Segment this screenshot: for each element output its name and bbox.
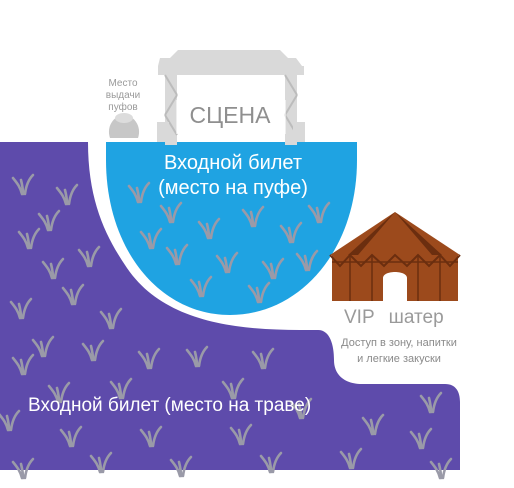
stage-label: СЦЕНА: [189, 102, 271, 128]
grass-tuft-icon: [61, 283, 85, 306]
stage-icon[interactable]: [157, 50, 305, 145]
grass-tuft-icon: [307, 201, 331, 224]
grass-tuft-icon: [429, 457, 453, 480]
grass-tuft-icon: [251, 347, 275, 370]
grass-tuft-icon: [279, 221, 303, 244]
pouf-zone[interactable]: [106, 142, 357, 315]
grass-tuft-icon: [139, 425, 163, 448]
grass-tuft-icon: [47, 381, 71, 404]
grass-tuft-icon: [261, 257, 285, 280]
grass-icons: [0, 173, 453, 480]
pouf-pickup-line-2: выдачи: [105, 90, 141, 101]
grass-tuft-icon: [185, 345, 209, 368]
grass-tuft-icon: [259, 451, 283, 474]
pouf-pickup-line-1: Место: [108, 78, 138, 89]
grass-tuft-icon: [247, 281, 271, 304]
grass-tuft-icon: [37, 209, 61, 232]
grass-tuft-icon: [11, 457, 35, 480]
pouf-pickup-line-3: пуфов: [108, 102, 138, 113]
grass-tuft-icon: [165, 243, 189, 266]
grass-tuft-icon: [99, 307, 123, 330]
grass-tuft-icon: [0, 409, 21, 432]
pouf-zone-label-line-2: (место на пуфе): [158, 177, 308, 199]
vip-tent-icon[interactable]: [329, 212, 461, 301]
grass-tuft-icon: [11, 353, 35, 376]
grass-tuft-icon: [339, 447, 363, 470]
grass-tuft-icon: [9, 297, 33, 320]
pouf-pickup-label: Место выдачи пуфов: [98, 78, 148, 114]
grass-tuft-icon: [169, 455, 193, 478]
grass-tuft-icon: [77, 245, 101, 268]
vip-tent-title: VIP шатер: [330, 306, 470, 330]
grass-tuft-icon: [295, 249, 319, 272]
grass-tuft-icon: [409, 427, 433, 450]
grass-zone-label: Входной билет (место на траве): [28, 395, 312, 416]
grass-tuft-icon: [419, 391, 443, 414]
grass-tuft-icon: [59, 425, 83, 448]
grass-tuft-icon: [109, 377, 133, 400]
grass-tuft-icon: [137, 347, 161, 370]
grass-tuft-icon: [289, 397, 313, 420]
grass-tuft-icon: [31, 335, 55, 358]
vip-title-part-1: VIP: [344, 307, 375, 328]
pouf-icon: [108, 113, 140, 138]
grass-tuft-icon: [55, 183, 79, 206]
grass-tuft-icon: [159, 201, 183, 224]
grass-tuft-icon: [189, 275, 213, 298]
grass-tuft-icon: [89, 451, 113, 474]
grass-tuft-icon: [197, 217, 221, 240]
grass-tuft-icon: [215, 251, 239, 274]
grass-tuft-icon: [11, 173, 35, 196]
vip-desc-line-2: и легкие закуски: [357, 353, 441, 365]
vip-title-part-2: шатер: [388, 307, 444, 328]
grass-tuft-icon: [17, 227, 41, 250]
grass-tuft-icon: [127, 181, 151, 204]
grass-tuft-icon: [361, 413, 385, 436]
grass-tuft-icon: [221, 377, 245, 400]
grass-tuft-icon: [41, 257, 65, 280]
grass-tuft-icon: [81, 339, 105, 362]
pouf-zone-label-line-1: Входной билет: [163, 152, 303, 174]
grass-tuft-icon: [139, 227, 163, 250]
pouf-zone-label: Входной билет (место на пуфе): [108, 151, 358, 201]
vip-tent-description: Доступ в зону, напитки и легкие закуски: [334, 335, 464, 367]
vip-desc-line-1: Доступ в зону, напитки: [341, 337, 457, 349]
grass-tuft-icon: [241, 205, 265, 228]
grass-tuft-icon: [229, 423, 253, 446]
